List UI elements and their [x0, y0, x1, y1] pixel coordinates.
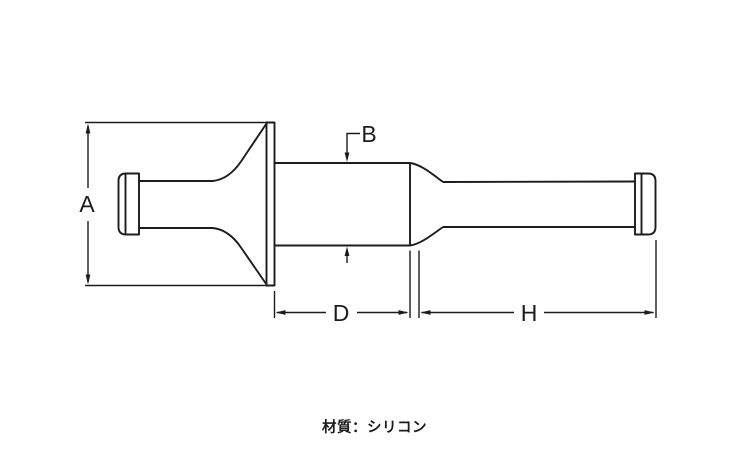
material-note: 材質：シリコン: [322, 418, 427, 436]
shaft-top: [442, 180, 636, 183]
dim-b-arrow-down: [344, 152, 350, 162]
dim-h-arrow-left: [420, 310, 431, 315]
taper-bottom-curve: [409, 226, 444, 247]
dimension-a: A: [79, 121, 267, 287]
dim-d-arrow-left: [275, 310, 286, 315]
dimension-b-label: B: [361, 121, 376, 147]
dimension-d-label: D: [333, 300, 350, 326]
flare-bottom-curve: [212, 227, 268, 286]
dimension-b: B: [344, 121, 377, 263]
flare-top-curve: [212, 122, 268, 182]
dim-d-arrow-right: [398, 310, 409, 315]
dim-h-arrow-right: [644, 310, 655, 315]
dim-a-arrow-up: [85, 123, 91, 134]
left-cap-outline: [117, 172, 140, 236]
dimension-a-label: A: [79, 191, 95, 217]
dim-b-leader: [346, 132, 360, 154]
dim-b-arrow-up: [344, 246, 350, 256]
part-outline: [117, 121, 657, 287]
dim-a-arrow-down: [85, 274, 91, 285]
taper-top-curve: [409, 162, 444, 183]
dimension-h: H: [418, 240, 657, 326]
dimension-d: D: [273, 250, 411, 326]
flange-face: [265, 121, 276, 287]
dimension-h-label: H: [521, 300, 538, 326]
right-cap-outline: [634, 172, 657, 236]
